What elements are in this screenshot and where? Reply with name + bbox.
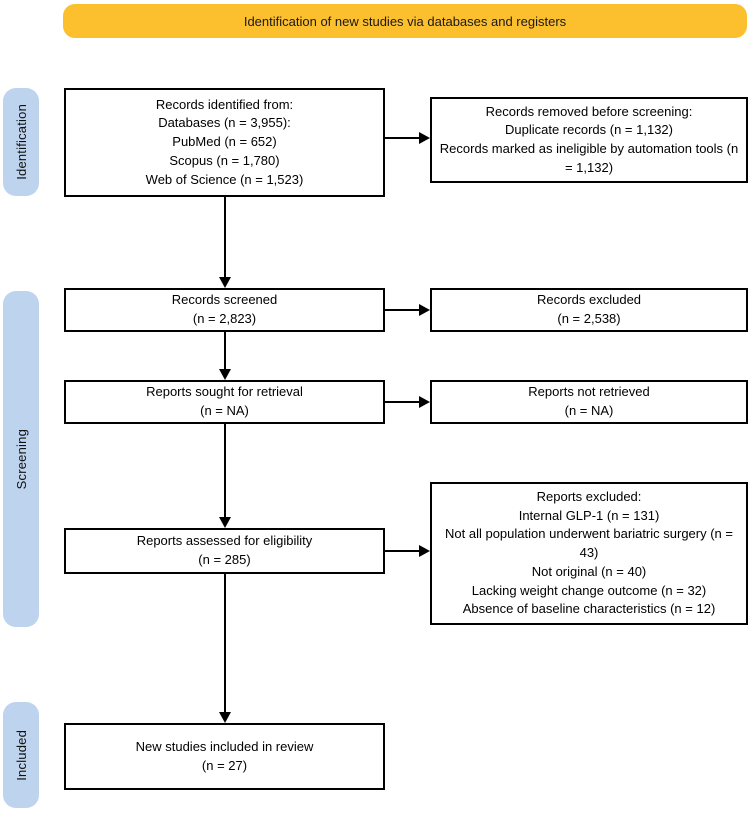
stage-band-included: Included	[3, 702, 39, 808]
box-line: Duplicate records (n = 1,132)	[504, 122, 673, 138]
box-line: (n = NA)	[564, 403, 614, 418]
box-reports-sought: Reports sought for retrieval (n = NA)	[64, 380, 385, 424]
arrow-identified-to-screened-line	[224, 197, 226, 279]
stage-band-screening: Screening	[3, 291, 39, 627]
arrow-screened-to-excluded-line	[385, 309, 421, 311]
arrow-assessed-to-reports-excluded-head	[419, 545, 430, 557]
box-records-screened: Records screened (n = 2,823)	[64, 288, 385, 332]
box-line: (n = 2,823)	[192, 311, 257, 326]
box-line: Reports assessed for eligibility	[136, 533, 313, 549]
box-line: PubMed (n = 652)	[172, 134, 277, 150]
box-records-removed: Records removed before screening: Duplic…	[430, 97, 748, 183]
arrow-sought-to-assessed-head	[219, 517, 231, 528]
stage-band-identification: Identification	[3, 88, 39, 196]
box-records-identified: Records identified from: Databases (n = …	[64, 88, 385, 197]
box-line: Reports sought for retrieval	[146, 384, 303, 400]
banner-title: Identification of new studies via databa…	[63, 4, 747, 38]
box-reports-excluded: Reports excluded: Internal GLP-1 (n = 13…	[430, 482, 748, 625]
arrow-screened-to-excluded-head	[419, 304, 430, 316]
box-line: Not all population underwent bariatric s…	[445, 526, 733, 561]
box-line: Records identified from:	[155, 96, 294, 112]
box-line: Internal GLP-1 (n = 131)	[518, 507, 660, 523]
arrow-screened-to-sought-line	[224, 332, 226, 371]
box-line: Web of Science (n = 1,523)	[145, 171, 304, 187]
arrow-assessed-to-included-head	[219, 712, 231, 723]
arrow-assessed-to-included-line	[224, 574, 226, 714]
arrow-screened-to-sought-head	[219, 369, 231, 380]
box-new-studies-included: New studies included in review (n = 27)	[64, 723, 385, 790]
box-line: (n = 27)	[201, 757, 248, 773]
box-line: Reports not retrieved	[528, 384, 650, 400]
box-line: Absence of baseline characteristics (n =…	[462, 601, 716, 617]
box-reports-not-retrieved: Reports not retrieved (n = NA)	[430, 380, 748, 424]
arrow-identified-to-screened-head	[219, 277, 231, 288]
arrow-sought-to-not-retrieved-head	[419, 396, 430, 408]
box-line: Scopus (n = 1,780)	[169, 152, 280, 168]
box-line: Databases (n = 3,955):	[158, 115, 291, 131]
stage-label-identification: Identification	[13, 104, 29, 180]
box-reports-assessed: Reports assessed for eligibility (n = 28…	[64, 528, 385, 574]
arrow-identified-to-removed-line	[385, 137, 421, 139]
stage-label-included: Included	[13, 729, 29, 781]
arrow-sought-to-assessed-line	[224, 424, 226, 519]
box-line: Records removed before screening:	[485, 103, 693, 119]
box-line: Records marked as ineligible by automati…	[439, 141, 739, 175]
box-line: (n = 285)	[198, 552, 251, 567]
box-line: Lacking weight change outcome (n = 32)	[471, 582, 707, 598]
box-line: (n = NA)	[200, 403, 249, 418]
arrow-identified-to-removed-head	[419, 132, 430, 144]
box-line: Records screened	[171, 292, 278, 308]
arrow-sought-to-not-retrieved-line	[385, 401, 421, 403]
box-line: New studies included in review	[135, 738, 314, 754]
box-line: (n = 2,538)	[557, 311, 621, 326]
box-records-excluded: Records excluded (n = 2,538)	[430, 288, 748, 332]
box-line: Not original (n = 40)	[531, 563, 647, 579]
box-line: Reports excluded:	[536, 488, 642, 504]
box-line: Records excluded	[536, 292, 642, 308]
arrow-assessed-to-reports-excluded-line	[385, 550, 421, 552]
stage-label-screening: Screening	[13, 428, 29, 490]
